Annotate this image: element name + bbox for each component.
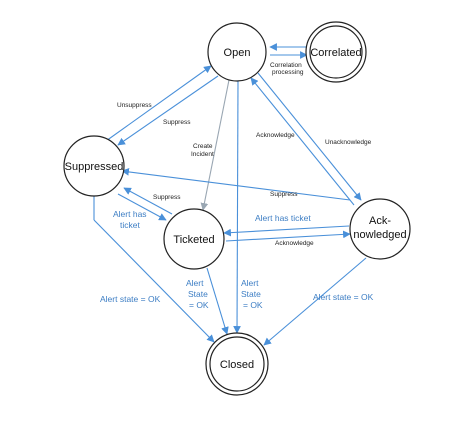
edge-labels-blue: Alert has ticket Alert has ticket Alert … bbox=[100, 209, 374, 310]
state-acknowledged-label-line1: Ack- bbox=[369, 215, 391, 227]
label-suppress-ack: Suppress bbox=[270, 191, 298, 198]
edge-acknowledged-to-open bbox=[250, 77, 355, 206]
label-alert-state-ok-ticketed-3: = OK bbox=[189, 300, 209, 310]
label-acknowledge-open: Acknowledge bbox=[256, 132, 295, 139]
state-correlated: Correlated bbox=[305, 21, 367, 83]
state-closed: Closed bbox=[205, 332, 269, 396]
state-suppressed: Suppressed bbox=[63, 135, 125, 197]
label-alert-state-ok-supp: Alert state = OK bbox=[100, 294, 161, 304]
label-alert-state-ok-open-2: State bbox=[241, 289, 261, 299]
state-correlated-label: Correlated bbox=[310, 47, 361, 59]
label-alert-state-ok-open-1: Alert bbox=[241, 278, 259, 288]
label-alert-has-ticket-supp-1: Alert has bbox=[113, 209, 147, 219]
label-acknowledge-ticketed: Acknowledge bbox=[275, 240, 314, 247]
label-alert-has-ticket-supp-2: ticket bbox=[120, 220, 140, 230]
edge-open-to-acknowledged bbox=[257, 72, 362, 201]
edge-suppressed-to-closed-diag bbox=[93, 219, 215, 343]
edge-open-to-closed bbox=[233, 80, 241, 334]
state-ticketed-label: Ticketed bbox=[173, 234, 214, 246]
state-open-label: Open bbox=[224, 47, 251, 59]
label-suppress-open: Suppress bbox=[163, 119, 191, 126]
edge-ticketed-to-acknowledged bbox=[225, 230, 351, 242]
edge-open-to-suppressed bbox=[117, 75, 219, 146]
state-acknowledged-label-line2: nowledged bbox=[353, 229, 406, 241]
edge-ticketed-to-suppressed bbox=[123, 187, 173, 215]
edge-acknowledged-to-ticketed bbox=[223, 225, 350, 237]
label-alert-state-ok-open-3: = OK bbox=[243, 300, 263, 310]
label-alert-has-ticket-ack: Alert has ticket bbox=[255, 213, 311, 223]
label-unacknowledge: Unacknowledge bbox=[325, 139, 372, 146]
edges bbox=[93, 43, 367, 346]
state-closed-label: Closed bbox=[220, 359, 254, 371]
label-unsuppress: Unsuppress bbox=[117, 102, 152, 109]
label-alert-state-ok-ticketed-2: State bbox=[188, 289, 208, 299]
state-ticketed: Ticketed bbox=[163, 208, 225, 270]
edge-ticketed-to-closed bbox=[206, 267, 229, 335]
label-create-incident-1: Create bbox=[193, 143, 213, 150]
edge-labels-black: Correlation processing Unsuppress Suppre… bbox=[117, 62, 372, 247]
edge-suppressed-to-open-unsuppress bbox=[105, 65, 212, 142]
label-alert-state-ok-ticketed-1: Alert bbox=[186, 278, 204, 288]
edge-acknowledged-to-suppressed bbox=[121, 168, 351, 201]
label-alert-state-ok-ack: Alert state = OK bbox=[313, 292, 374, 302]
label-correlation-processing-2: processing bbox=[272, 69, 304, 76]
edge-open-to-ticketed-create-incident bbox=[200, 79, 230, 211]
state-open: Open bbox=[207, 22, 267, 82]
state-suppressed-label: Suppressed bbox=[65, 161, 124, 173]
label-suppress-ticketed: Suppress bbox=[153, 194, 181, 201]
label-create-incident-2: Incident bbox=[191, 151, 214, 158]
state-acknowledged: Ack- nowledged bbox=[349, 198, 411, 260]
edge-acknowledged-to-closed bbox=[263, 257, 367, 346]
edge-suppressed-to-ticketed bbox=[117, 193, 167, 221]
label-correlation-processing-1: Correlation bbox=[270, 62, 302, 69]
